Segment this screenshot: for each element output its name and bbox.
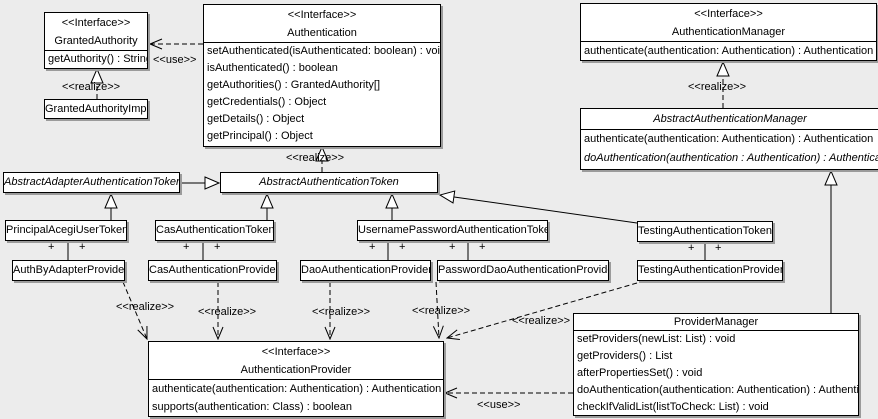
association-end-plus: + (479, 241, 486, 253)
edge-label-realize: <<realize>> (312, 306, 371, 318)
operation: supports(authentication: Class) : boolea… (152, 401, 352, 413)
operation: getPrincipal() : Object (207, 130, 313, 142)
realize-passworddaoprovider-to-authenticationprovider (436, 281, 439, 338)
operation: checkIfValidList(listToCheck: List) : vo… (577, 401, 769, 413)
operation: setProviders(newList: List) : void (577, 333, 736, 345)
class-authentication: <<Interface>> Authentication setAuthenti… (203, 4, 441, 147)
operation: authenticate(authentication: Authenticat… (584, 45, 874, 57)
operation: getProviders() : List (577, 350, 673, 362)
class-provider-manager: ProviderManager setProviders(newList: Li… (573, 313, 859, 416)
class-testing-authentication-token: TestingAuthenticationToken (637, 221, 773, 242)
operation: doAuthentication(authentication: Authent… (577, 384, 859, 396)
class-testing-authentication-provider: TestingAuthenticationProvider (637, 260, 783, 281)
class-auth-by-adapter-provider: AuthByAdapterProvider (12, 260, 125, 281)
class-name: Authentication (287, 27, 357, 39)
class-username-password-authentication-token: UsernamePasswordAuthenticationToken (357, 220, 548, 241)
class-stereotype: <<Interface>> (287, 9, 357, 21)
class-stereotype: <<Interface>> (61, 17, 131, 29)
class-cas-authentication-token: CasAuthenticationToken (155, 220, 274, 241)
class-name: AuthByAdapterProvider (13, 264, 125, 276)
class-abstract-authentication-manager: AbstractAuthenticationManager authentica… (580, 108, 878, 170)
edge-label-use: <<use>> (153, 54, 197, 66)
class-password-dao-authentication-provider: PasswordDaoAuthenticationProvider (437, 260, 609, 281)
operation: getCredentials() : Object (207, 96, 327, 108)
class-name: GrantedAuthorityImpl (45, 103, 148, 115)
edge-label-realize: <<realize>> (512, 315, 571, 327)
edge-label-realize: <<realize>> (412, 305, 471, 317)
association-end-plus: + (214, 241, 221, 253)
class-stereotype: <<Interface>> (694, 8, 763, 20)
realize-authbyadapterprovider-to-authenticationprovider (122, 281, 147, 339)
class-name: UsernamePasswordAuthenticationToken (358, 224, 548, 236)
edge-label-realize: <<realize>> (62, 81, 121, 93)
class-abstract-adapter-authentication-token: AbstractAdapterAuthenticationToken (3, 172, 180, 193)
class-name: AuthenticationProvider (240, 364, 352, 376)
association-end-plus: + (79, 241, 86, 253)
class-granted-authority-impl: GrantedAuthorityImpl (44, 99, 148, 119)
class-cas-authentication-provider: CasAuthenticationProvider (148, 260, 277, 281)
operation: afterPropertiesSet() : void (577, 367, 703, 379)
association-end-plus: + (48, 241, 55, 253)
edge-label-realize: <<realize>> (688, 81, 747, 93)
class-name: TestingAuthenticationToken (638, 225, 772, 237)
realize-testingprovider-to-authenticationprovider (447, 282, 638, 338)
class-abstract-authentication-token: AbstractAuthenticationToken (220, 172, 438, 193)
association-end-plus: + (183, 241, 190, 253)
operation: getAuthority() : String (48, 53, 148, 65)
class-name: AbstractAuthenticationToken (259, 176, 399, 188)
operation: isAuthenticated() : boolean (207, 62, 338, 74)
class-authentication-manager: <<Interface>> AuthenticationManager auth… (580, 3, 877, 61)
class-authentication-provider: <<Interface>> AuthenticationProvider aut… (148, 341, 444, 417)
operation: authenticate(authentication: Authenticat… (584, 133, 874, 145)
association-end-plus: + (369, 241, 376, 253)
association-end-plus: + (449, 241, 456, 253)
class-name: PrincipalAcegiUserToken (6, 224, 127, 236)
edge-label-realize: <<realize>> (198, 306, 257, 318)
class-name: TestingAuthenticationProvider (638, 264, 783, 276)
class-name: GrantedAuthority (54, 35, 138, 47)
edge-label-use: <<use>> (477, 399, 521, 411)
association-end-plus: + (688, 242, 695, 254)
edge-label-realize: <<realize>> (116, 301, 175, 313)
class-granted-authority: <<Interface>> GrantedAuthority getAuthor… (44, 12, 148, 69)
class-name: ProviderManager (673, 316, 759, 328)
class-stereotype: <<Interface>> (261, 346, 331, 358)
class-name: CasAuthenticationToken (156, 224, 274, 236)
operation: setAuthenticated(isAuthenticated: boolea… (207, 45, 441, 57)
association-end-plus: + (715, 242, 722, 254)
generalization-testingtoken-to-abstracttoken (440, 195, 638, 224)
class-name: PasswordDaoAuthenticationProvider (438, 264, 609, 276)
operation: authenticate(authentication: Authenticat… (152, 383, 442, 395)
class-name: CasAuthenticationProvider (149, 264, 277, 276)
class-dao-authentication-provider: DaoAuthenticationProvider (300, 260, 431, 281)
operation: getDetails() : Object (207, 113, 305, 125)
operation: getAuthorities() : GrantedAuthority[] (207, 79, 381, 91)
edge-label-realize: <<realize>> (286, 152, 345, 164)
class-name: AbstractAdapterAuthenticationToken (4, 176, 180, 188)
association-end-plus: + (399, 241, 406, 253)
class-name: DaoAuthenticationProvider (301, 264, 431, 276)
class-name: AbstractAuthenticationManager (653, 113, 807, 125)
class-name: AuthenticationManager (671, 26, 786, 38)
class-principal-acegi-user-token: PrincipalAcegiUserToken (5, 220, 127, 241)
operation: doAuthentication(authentication : Authen… (584, 152, 878, 164)
